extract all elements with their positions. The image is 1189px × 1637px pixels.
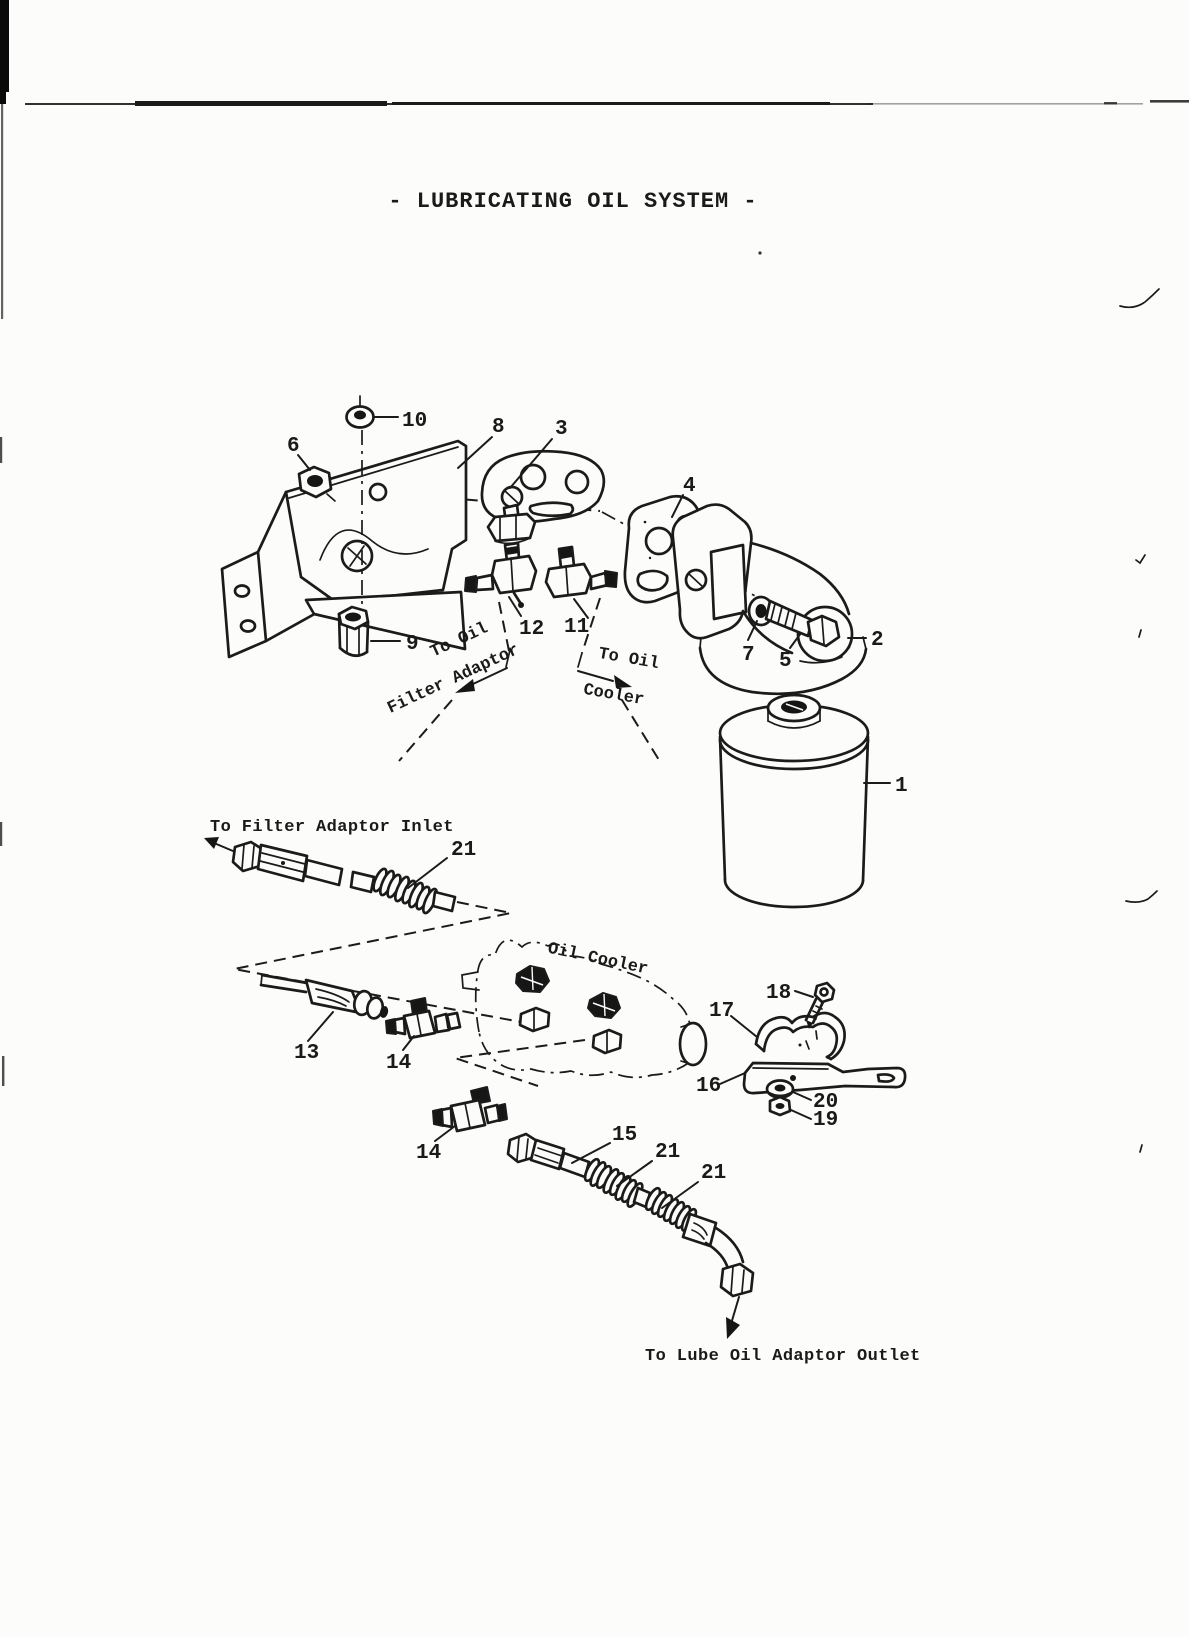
callout-21-mid: 21 xyxy=(655,1141,680,1164)
flow-arrowhead-inlet xyxy=(204,837,219,849)
part-14-elbow-fitting-lower xyxy=(432,1086,508,1133)
part-3-plate xyxy=(480,449,606,524)
hose-wrap-ribs xyxy=(372,867,439,915)
to-oil-cooler-line2: Cooler xyxy=(582,681,646,710)
part-12-elbow-fitting xyxy=(464,503,538,608)
callout-5: 5 xyxy=(779,650,792,673)
part-21-hose-inlet xyxy=(204,837,457,915)
callout-21-inlet: 21 xyxy=(451,839,476,862)
scan-edge-artifacts xyxy=(0,0,1160,1153)
label-to-oil-cooler: To Oil Cooler xyxy=(577,645,661,710)
callout-17: 17 xyxy=(709,1000,734,1023)
callout-15: 15 xyxy=(612,1124,637,1147)
part-14-elbow-fitting-upper xyxy=(385,997,462,1040)
callout-21-lower: 21 xyxy=(701,1162,726,1185)
part-15-hose-assembly xyxy=(506,1132,755,1339)
header-rule xyxy=(25,100,1189,106)
callout-19: 19 xyxy=(813,1109,838,1132)
to-oil-cooler-line1: To Oil xyxy=(597,645,661,674)
callout-20: 20 xyxy=(813,1091,838,1114)
flow-arrowhead-outlet xyxy=(726,1317,740,1339)
callout-2: 2 xyxy=(871,629,884,652)
callout-12: 12 xyxy=(519,618,544,641)
part-18-bolt xyxy=(804,981,836,1029)
callout-7: 7 xyxy=(742,644,755,667)
part-9-nut xyxy=(337,605,370,658)
label-to-filter-adaptor-inlet: To Filter Adaptor Inlet xyxy=(210,818,454,837)
part-11-elbow-fitting xyxy=(544,545,618,599)
callout-8: 8 xyxy=(492,416,505,439)
oil-cooler-label: Oil Cooler xyxy=(546,940,650,980)
oil-cooler-outline: Oil Cooler xyxy=(461,939,708,1079)
oil-cooler-plug-dark-2 xyxy=(587,992,621,1019)
callout-14-upper: 14 xyxy=(386,1052,411,1075)
flow-arrowhead-oil-cooler xyxy=(614,675,632,688)
part-5-bolt xyxy=(764,599,841,648)
part-6-nut xyxy=(297,465,336,502)
callouts: 1 2 3 4 5 6 7 8 9 10 11 12 13 14 14 15 1… xyxy=(287,410,908,1209)
oil-cooler-plug-dark-1 xyxy=(515,965,550,993)
callout-9: 9 xyxy=(406,633,419,656)
callout-3: 3 xyxy=(555,418,568,441)
page-title: - LUBRICATING OIL SYSTEM - xyxy=(388,189,757,214)
callout-13: 13 xyxy=(294,1042,319,1065)
part-13-fitting xyxy=(259,973,389,1020)
part-1-oil-filter xyxy=(718,693,870,909)
callout-1: 1 xyxy=(895,775,908,798)
callout-16: 16 xyxy=(696,1075,721,1098)
callout-11: 11 xyxy=(564,616,589,639)
callout-18: 18 xyxy=(766,982,791,1005)
part-19-nut xyxy=(768,1095,792,1117)
callout-14-lower: 14 xyxy=(416,1142,441,1165)
part-10-washer xyxy=(345,395,375,429)
oil-cooler-plug-hex-2 xyxy=(591,1028,623,1055)
label-to-lube-oil-adaptor-outlet: To Lube Oil Adaptor Outlet xyxy=(645,1347,921,1366)
callout-4: 4 xyxy=(683,475,696,498)
oil-cooler-plug-hex-1 xyxy=(518,1006,551,1033)
flow-arrowhead-filter-adaptor xyxy=(455,679,475,693)
part-17-clamp xyxy=(754,1011,846,1061)
callout-10: 10 xyxy=(402,410,427,433)
part-20-washer xyxy=(765,1079,795,1099)
callout-6: 6 xyxy=(287,435,300,458)
